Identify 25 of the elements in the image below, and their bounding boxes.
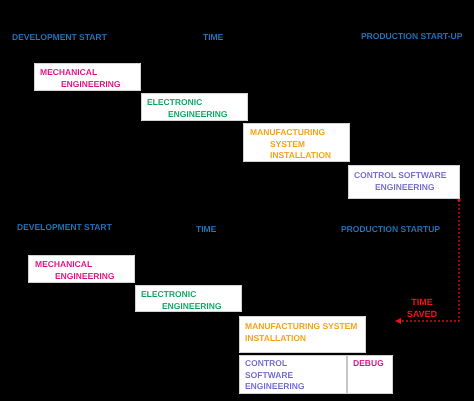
task-bar — [348, 165, 460, 199]
annotation-label: TIME SAVED — [406, 297, 438, 320]
task-bar — [243, 123, 350, 162]
task-bar — [239, 355, 347, 394]
task-label: MECHANICAL ENGINEERING — [35, 259, 116, 282]
axis-label: TIME — [203, 32, 224, 43]
task-bar — [347, 355, 393, 394]
milestone-label: PRODUCTION STARTUP — [341, 224, 440, 235]
task-label: ELECTRONIC ENGINEERING — [141, 289, 223, 312]
task-bar — [34, 63, 141, 91]
task-label: DEBUG — [353, 358, 385, 370]
task-label: MANUFACTURING SYSTEM INSTALLATION — [245, 321, 358, 344]
task-label: MANUFACTURING SYSTEM INSTALLATION — [250, 127, 332, 162]
milestone-label: DEVELOPMENT START — [12, 32, 107, 43]
milestone-label: DEVELOPMENT START — [17, 222, 112, 233]
task-label: CONTROL SOFTWARE ENGINEERING — [354, 170, 448, 193]
milestone-label: PRODUCTION START-UP — [361, 31, 462, 42]
task-bar — [135, 285, 242, 312]
task-bar — [28, 255, 135, 283]
task-bar — [141, 93, 248, 121]
task-label: ELECTRONIC ENGINEERING — [147, 97, 229, 120]
task-label: CONTROL SOFTWARE ENGINEERING — [245, 358, 306, 392]
task-bar — [239, 316, 366, 353]
axis-label: TIME — [196, 224, 216, 235]
task-label: MECHANICAL ENGINEERING — [40, 67, 122, 90]
